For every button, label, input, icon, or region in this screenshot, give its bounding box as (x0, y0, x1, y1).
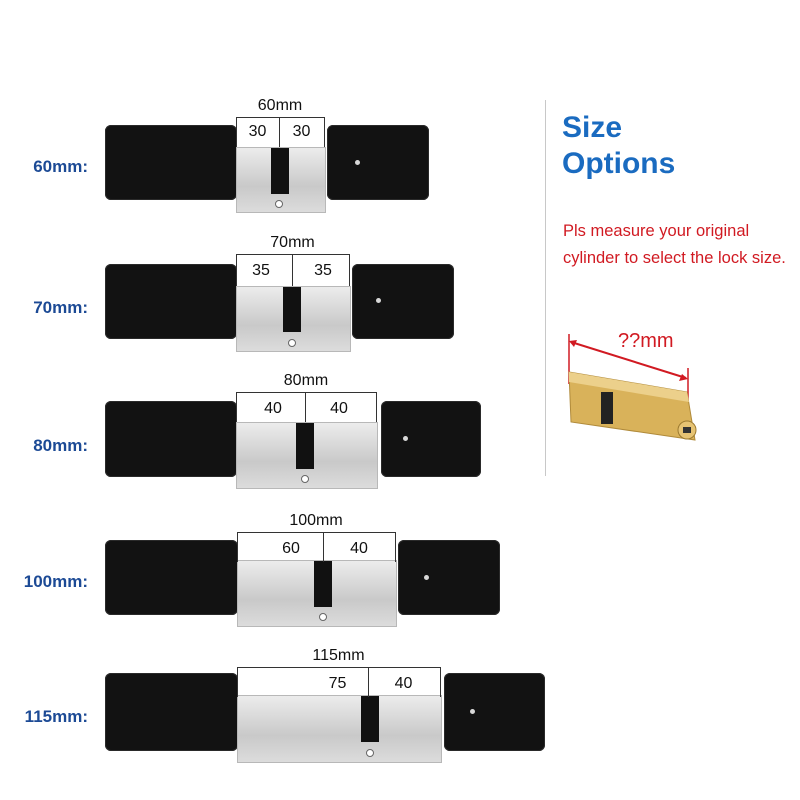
left-length: 40 (264, 400, 282, 417)
size-option-60: 60mm: 60mm 30 30 (0, 95, 540, 220)
cylinder-pin (275, 200, 283, 208)
left-length: 75 (328, 675, 347, 692)
total-length: 80mm (283, 372, 329, 389)
dimension-divider (279, 117, 280, 147)
dimension-line (237, 532, 395, 533)
dimension-bracket (237, 667, 441, 697)
keyhole-icon (403, 436, 408, 441)
left-handle (105, 540, 238, 615)
dimension-divider (292, 254, 293, 286)
brass-key-slot (683, 427, 691, 433)
total-length: 60mm (257, 97, 303, 114)
right-length: 40 (394, 675, 413, 692)
brass-cam (601, 392, 613, 424)
brass-cylinder-illustration (568, 334, 697, 441)
size-option-70: 70mm: 70mm 35 35 (0, 232, 540, 357)
right-length: 35 (314, 262, 332, 279)
cylinder-pin (366, 749, 374, 757)
keyhole-icon (376, 298, 381, 303)
cylinder-pin (301, 475, 309, 483)
cam (296, 423, 314, 469)
size-label: 115mm: (24, 707, 88, 726)
panel-divider (545, 100, 546, 476)
size-option-80: 80mm: 80mm 40 40 (0, 370, 540, 495)
dimension-divider (368, 667, 369, 697)
right-length: 30 (292, 123, 311, 140)
dimension-line (237, 667, 440, 668)
dimension-bracket (237, 532, 396, 562)
dimension-line (236, 392, 376, 393)
right-handle (352, 264, 454, 339)
right-length: 40 (330, 400, 348, 417)
cylinder-body (237, 695, 442, 763)
measure-note: Pls measure your original cylinder to se… (563, 222, 786, 267)
cylinder-pin (288, 339, 296, 347)
cam (361, 696, 379, 742)
dimension-bracket (236, 254, 350, 286)
dimension-line (236, 117, 324, 118)
left-handle (105, 125, 237, 200)
size-label: 60mm: (33, 157, 88, 176)
measure-label: ??mm (618, 330, 674, 352)
size-option-115: 115mm: 115mm 75 40 (0, 645, 545, 775)
size-label: 70mm: (33, 298, 88, 317)
right-handle (444, 673, 545, 751)
keyhole-icon (470, 709, 475, 714)
measure-arrow (570, 341, 687, 379)
right-handle (398, 540, 500, 615)
panel-title-line2: Options (562, 147, 676, 180)
left-length: 60 (282, 540, 300, 557)
size-option-100: 100mm: 100mm 60 40 (0, 510, 540, 635)
dimension-bracket (236, 392, 377, 422)
brass-top (569, 372, 689, 402)
dimension-bracket (236, 117, 325, 147)
right-length: 40 (350, 540, 368, 557)
cam (314, 561, 332, 607)
arrow-head-left (569, 340, 577, 347)
keyhole-icon (424, 575, 429, 580)
size-label: 100mm: (23, 572, 88, 591)
right-handle (381, 401, 481, 477)
dimension-divider (305, 392, 306, 422)
total-length: 70mm (270, 234, 315, 251)
left-length: 30 (248, 123, 267, 140)
cylinder-pin (319, 613, 327, 621)
cam (271, 148, 289, 194)
total-length: 115mm (312, 647, 365, 664)
arrow-head-right (679, 374, 688, 381)
total-length: 100mm (289, 512, 343, 529)
right-handle (327, 125, 429, 200)
left-length: 35 (252, 262, 270, 279)
dimension-divider (323, 532, 324, 562)
cam (283, 287, 301, 332)
left-handle (105, 401, 237, 477)
size-label: 80mm: (33, 436, 88, 455)
keyhole-icon (355, 160, 360, 165)
left-handle (105, 264, 237, 339)
left-handle (105, 673, 238, 751)
panel-title-line1: Size (562, 111, 623, 144)
